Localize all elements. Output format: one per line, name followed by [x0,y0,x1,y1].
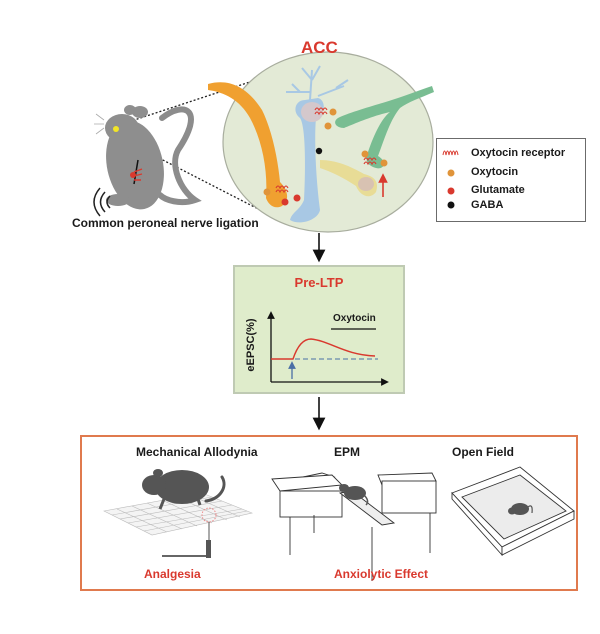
orange-neuron [208,82,288,208]
test-label-open-field: Open Field [452,445,515,459]
legend-label: Oxytocin [471,166,519,178]
pre-ltp-panel: Pre-LTP Oxytocin eEPSC(%) [233,265,405,394]
behavior-illustrations [103,466,575,581]
behavior-outcomes-panel: Mechanical Allodynia EPM Open Field Anal… [80,435,578,591]
mouse-model-label: Common peroneal nerve ligation [72,216,259,230]
blue-pyramidal-neuron [286,65,349,223]
oxytocin-receptor-icon [442,150,459,156]
test-label-epm: EPM [334,445,361,459]
mouse-in-epm-icon [339,484,369,506]
eepsc-trace [271,338,376,360]
acc-title: ACC [301,38,338,57]
oxytocin-dot-icon [447,169,455,177]
mouse-on-mesh-icon [142,469,226,510]
vibration-icon [93,187,111,217]
green-neuron [335,86,434,169]
acc-region [222,51,434,233]
acc-location-marker [113,126,119,132]
glutamate-dot-icon [447,187,455,195]
test-label-mechanical-allodynia: Mechanical Allodynia [136,445,258,459]
legend-label: Oxytocin receptor [471,147,566,159]
legend-symbols [442,150,459,209]
yellow-interneuron [320,160,378,197]
von-frey-filament-icon [162,522,211,558]
stimulus-burst-icon [201,507,217,523]
glutamate-dots [281,194,301,206]
oxytocin-dots [263,108,388,196]
mouse-icon [94,105,202,210]
gaba-dot-icon [447,201,455,209]
mesh-grid-icon [103,492,254,536]
pre-ltp-title: Pre-LTP [294,275,344,290]
mouse-in-field-icon [508,503,533,515]
effect-label-anxiolytic: Anxiolytic Effect [334,567,429,581]
legend: Oxytocin receptor Oxytocin Glutamate GAB… [436,138,586,222]
oxytocin-receptor-icons [275,107,377,194]
legend-label: GABA [471,199,504,211]
oxytocin-label: Oxytocin [333,313,376,324]
legend-label: Glutamate [471,184,525,196]
y-axis-label: eEPSC(%) [245,318,257,372]
pre-ltp-schematic [267,311,389,386]
effect-label-analgesia: Analgesia [144,567,201,581]
gaba-dot [315,147,323,155]
